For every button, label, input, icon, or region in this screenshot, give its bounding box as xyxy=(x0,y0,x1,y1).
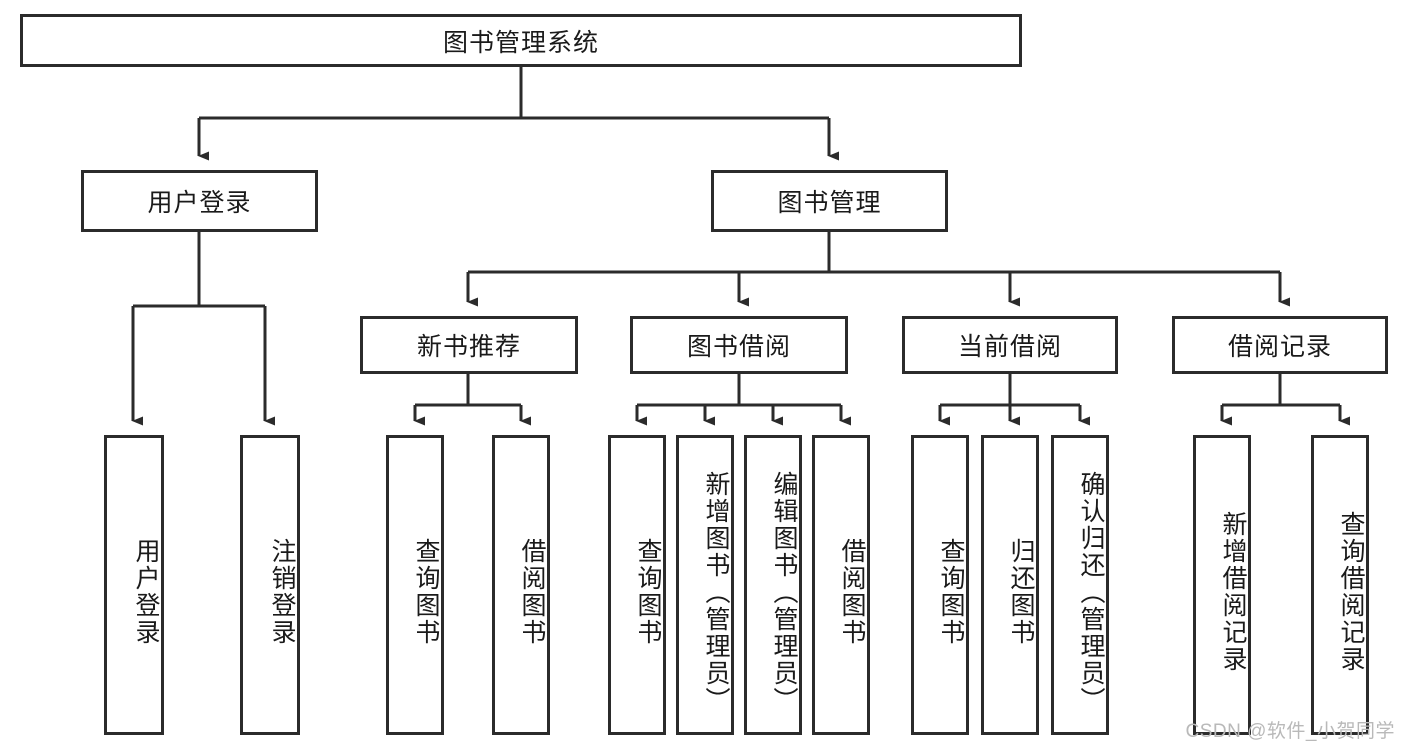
leaf-user-login-logout[interactable]: 注销登录 xyxy=(240,435,300,735)
node-root-system[interactable]: 图书管理系统 xyxy=(20,14,1022,67)
node-book-management-label: 图书管理 xyxy=(777,189,882,217)
leaf-borrow-add-book-label: 新增图书（管理员） xyxy=(702,470,730,714)
leaf-record-add[interactable]: 新增借阅记录 xyxy=(1193,435,1251,735)
leaf-user-login-login[interactable]: 用户登录 xyxy=(104,435,164,735)
leaf-new-book-borrow-label: 借阅图书 xyxy=(518,538,546,646)
leaf-user-login-login-label: 用户登录 xyxy=(132,538,160,646)
node-borrow-record[interactable]: 借阅记录 xyxy=(1172,316,1388,374)
leaf-user-login-logout-label: 注销登录 xyxy=(268,538,296,646)
node-user-login[interactable]: 用户登录 xyxy=(81,170,318,232)
leaf-new-book-query[interactable]: 查询图书 xyxy=(386,435,444,735)
leaf-borrow-borrow-book-label: 借阅图书 xyxy=(838,538,866,646)
leaf-record-query[interactable]: 查询借阅记录 xyxy=(1311,435,1369,735)
leaf-current-confirm-return-label: 确认归还（管理员） xyxy=(1077,470,1105,714)
leaf-current-query-book-label: 查询图书 xyxy=(937,538,965,646)
node-new-book-recommend[interactable]: 新书推荐 xyxy=(360,316,578,374)
node-root-system-label: 图书管理系统 xyxy=(442,28,599,57)
leaf-borrow-borrow-book[interactable]: 借阅图书 xyxy=(812,435,870,735)
leaf-current-confirm-return[interactable]: 确认归还（管理员） xyxy=(1051,435,1109,735)
node-new-book-recommend-label: 新书推荐 xyxy=(416,333,521,361)
leaf-borrow-query-book[interactable]: 查询图书 xyxy=(608,435,666,735)
leaf-borrow-edit-book-label: 编辑图书（管理员） xyxy=(770,470,798,714)
leaf-new-book-borrow[interactable]: 借阅图书 xyxy=(492,435,550,735)
node-borrow-record-label: 借阅记录 xyxy=(1227,333,1332,361)
leaf-record-query-label: 查询借阅记录 xyxy=(1337,511,1365,673)
leaf-current-return-book-label: 归还图书 xyxy=(1007,538,1035,646)
node-current-borrow[interactable]: 当前借阅 xyxy=(902,316,1118,374)
csdn-watermark: CSDN @软件_小贺同学 xyxy=(1185,721,1395,742)
leaf-new-book-query-label: 查询图书 xyxy=(412,538,440,646)
node-book-borrow[interactable]: 图书借阅 xyxy=(630,316,848,374)
leaf-borrow-add-book[interactable]: 新增图书（管理员） xyxy=(676,435,734,735)
leaf-record-add-label: 新增借阅记录 xyxy=(1219,511,1247,673)
leaf-current-return-book[interactable]: 归还图书 xyxy=(981,435,1039,735)
node-book-management[interactable]: 图书管理 xyxy=(711,170,948,232)
node-user-login-label: 用户登录 xyxy=(147,189,252,217)
node-book-borrow-label: 图书借阅 xyxy=(686,333,791,361)
leaf-current-query-book[interactable]: 查询图书 xyxy=(911,435,969,735)
leaf-borrow-edit-book[interactable]: 编辑图书（管理员） xyxy=(744,435,802,735)
leaf-borrow-query-book-label: 查询图书 xyxy=(634,538,662,646)
node-current-borrow-label: 当前借阅 xyxy=(957,333,1062,361)
